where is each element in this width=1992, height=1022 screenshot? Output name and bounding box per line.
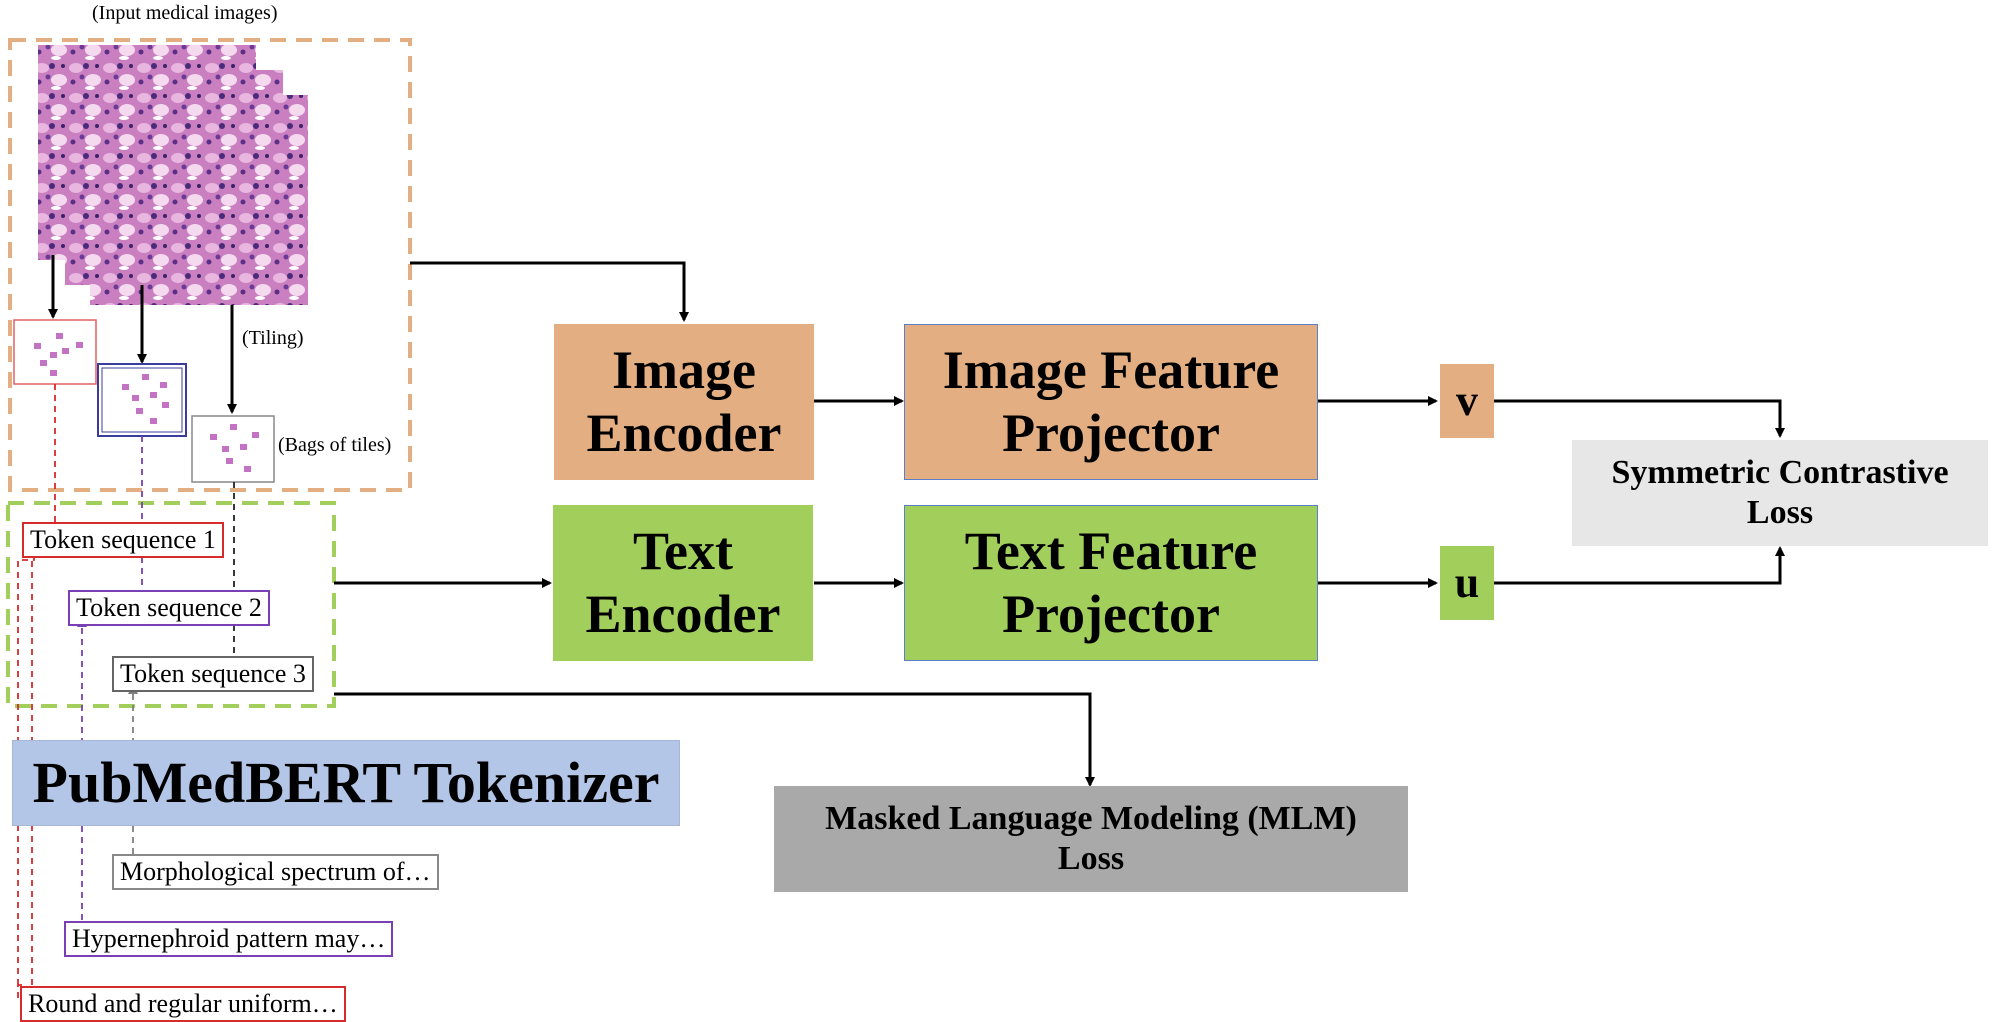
symmetric-contrastive-loss: Symmetric Contrastive Loss	[1572, 440, 1988, 546]
caption-morphological: Morphological spectrum of…	[112, 854, 439, 890]
image-encoder: Image Encoder	[554, 324, 814, 480]
tile-bag-1	[13, 319, 97, 385]
token-sequence-1: Token sequence 1	[22, 522, 224, 558]
caption-hypernephroid: Hypernephroid pattern may…	[64, 921, 394, 957]
mlm-loss: Masked Language Modeling (MLM) Loss	[774, 786, 1408, 892]
v-to-contrastive-arrow	[1494, 399, 1785, 438]
tokens-to-mlm-arrow	[334, 692, 1095, 787]
token-sequence-2: Token sequence 2	[68, 590, 270, 626]
u-to-contrastive-arrow	[1494, 546, 1785, 585]
image-feature-projector: Image Feature Projector	[904, 324, 1318, 480]
tile-bag-2	[97, 363, 187, 437]
token-region-dashed-box	[6, 501, 336, 708]
tissue-image-1	[38, 45, 256, 260]
tile-bag-3	[191, 415, 275, 483]
token-sequence-3: Token sequence 3	[112, 656, 314, 692]
image-region-dashed-box	[8, 38, 412, 492]
text-feature-projector: Text Feature Projector	[904, 505, 1318, 661]
text-embedding-u: u	[1440, 546, 1494, 620]
text-encoder: Text Encoder	[553, 505, 813, 661]
input-medical-images	[38, 45, 308, 305]
images-to-image-encoder-arrow	[410, 261, 689, 322]
input-images-label: (Input medical images)	[92, 2, 278, 24]
caption-round-regular: Round and regular uniform…	[20, 986, 346, 1022]
tiling-label: (Tiling)	[242, 327, 304, 349]
pubmedbert-tokenizer: PubMedBERT Tokenizer	[12, 740, 680, 826]
image-embedding-v: v	[1440, 364, 1494, 438]
bags-of-tiles-label: (Bags of tiles)	[278, 434, 392, 456]
